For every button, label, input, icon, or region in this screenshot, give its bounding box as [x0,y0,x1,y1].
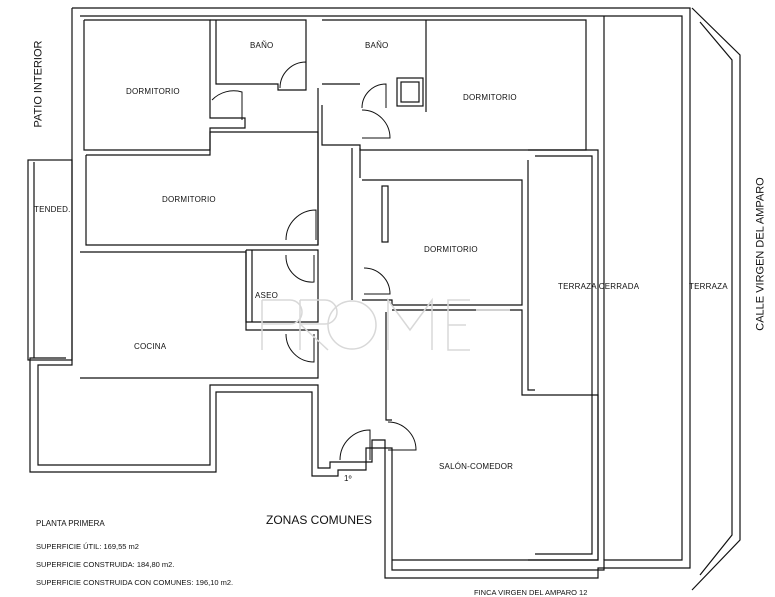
room-bano-right: BAÑO [365,41,389,50]
facade-diagonal [691,7,741,591]
wall-bano-left [210,19,307,91]
wall-dorm-nw [83,19,246,151]
room-dormitorio-w: DORMITORIO [162,195,216,204]
label-bottom-cutoff: FINCA VIRGEN DEL AMPARO 12 [474,588,588,597]
wall-salon [392,309,599,561]
info-superficie-construida: SUPERFICIE CONSTRUIDA: 184,80 m2. [36,560,175,569]
wall-aseo [245,249,319,323]
door-swing [279,61,307,90]
door-swing [339,429,371,461]
room-terraza: TERRAZA [689,282,728,291]
watermark [261,297,510,351]
room-cocina: COCINA [134,342,167,351]
door-swing [361,83,387,109]
door-swing [363,267,391,295]
room-aseo: ASEO [255,291,279,300]
door-swing [387,421,417,451]
room-dormitorio-ne: DORMITORIO [463,93,517,102]
door-swing [285,209,317,241]
wall-cocina [80,251,319,379]
wall-terraza-cerrada [528,149,599,561]
room-salon-comedor: SALÓN-COMEDOR [439,462,514,471]
label-patio-interior: PATIO INTERIOR [32,40,45,128]
label-calle: CALLE VIRGEN DEL AMPARO [754,177,767,331]
room-dormitorio-center: DORMITORIO [424,245,478,254]
info-planta: PLANTA PRIMERA [36,519,105,528]
room-terraza-cerrada: TERRAZA CERRADA [558,282,640,291]
door-swing [285,254,315,283]
door-swing [361,109,391,139]
door-swing [285,333,315,363]
outer-wall-inner [29,15,683,571]
info-superficie-util: SUPERFICIE ÚTIL: 169,55 m2 [36,542,139,551]
wall-bano-right [321,19,587,151]
label-zonas-comunes: ZONAS COMUNES [266,513,373,527]
room-tendedero: TENDED. [34,205,71,214]
room-dormitorio-nw: DORMITORIO [126,87,180,96]
room-bano-left: BAÑO [250,41,274,50]
wall-dorm-center [362,179,523,306]
label-floor-marker: 1º [344,474,352,483]
shower-tray [396,77,424,107]
info-superficie-comunes: SUPERFICIE CONSTRUIDA CON COMUNES: 196,1… [36,578,234,587]
wall-dorm-w [85,131,319,246]
tendedero-outline [27,159,73,361]
door-swing [211,90,243,120]
facade-diagonal-inner [699,21,733,576]
